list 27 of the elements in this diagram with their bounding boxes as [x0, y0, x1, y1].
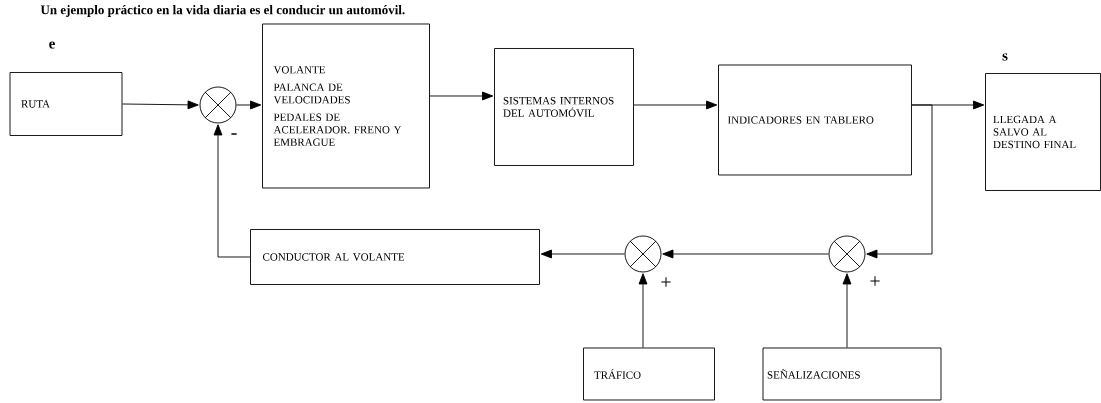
summing-junction — [828, 235, 866, 273]
summing-junction — [624, 235, 662, 273]
sign-label: - — [229, 132, 239, 140]
block-box: VOLANTE PALANCA DE VELOCIDADES PEDALES DE ACELERADOR. FRENO Y EMBRAGUE — [262, 23, 430, 189]
arrow — [213, 124, 251, 258]
arrow — [638, 273, 648, 348]
block-box: SISTEMAS INTERNOS DEL AUTOMÓVIL — [494, 48, 634, 166]
arrow — [540, 249, 625, 259]
arrow — [236, 100, 262, 110]
arrow — [866, 104, 933, 259]
block-box: RUTA — [9, 72, 123, 136]
arrow — [662, 249, 829, 259]
arrow — [122, 100, 199, 110]
sign-label: + — [868, 275, 882, 289]
heading: Un ejemplo práctico en la vida diaria es el conducir un automóvil. — [40, 5, 405, 17]
arrow — [429, 91, 494, 101]
arrow — [842, 273, 852, 348]
block-box: CONDUCTOR AL VOLANTE — [250, 229, 540, 285]
sign-label: + — [659, 276, 673, 290]
block-box: SEÑALIZACIONES — [762, 347, 942, 401]
summing-junction — [199, 86, 237, 124]
block-box: INDICADORES EN TABLERO — [718, 64, 912, 176]
block-box: TRÁFICO — [583, 347, 715, 401]
arrow — [633, 100, 718, 110]
signal-label: s — [1002, 53, 1008, 61]
signal-label: e — [49, 41, 55, 49]
block-box: LLEGADA A SALVO AL DESTINO FINAL — [985, 73, 1101, 191]
